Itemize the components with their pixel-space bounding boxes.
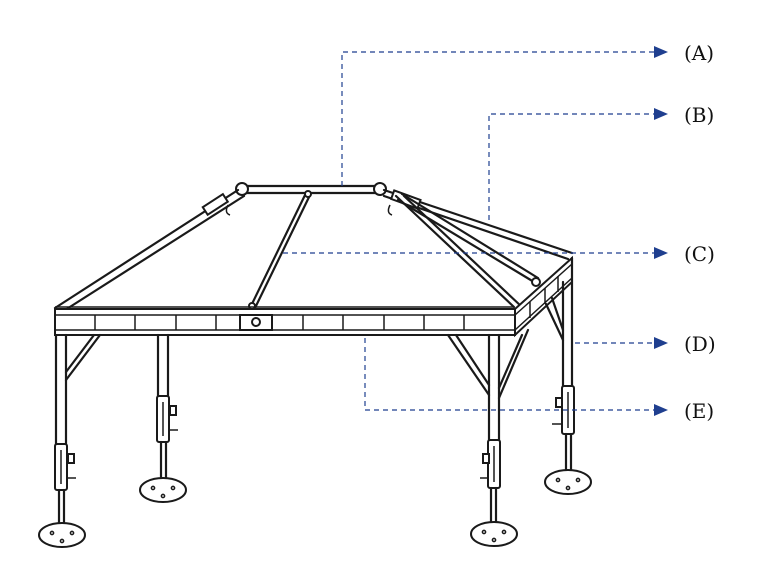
roof-frame bbox=[53, 182, 574, 314]
callout-c: (C) bbox=[283, 242, 715, 266]
side-eave-beam bbox=[514, 255, 573, 338]
callouts: (A) (B) (C) (D) (E) bbox=[283, 41, 716, 423]
leg-rear-left bbox=[139, 333, 187, 503]
callout-a: (A) bbox=[341, 41, 714, 186]
leg-front-right bbox=[446, 328, 530, 547]
callout-b: (B) bbox=[488, 103, 714, 220]
callout-e: (E) bbox=[364, 338, 714, 423]
callout-d: (D) bbox=[575, 332, 716, 356]
callout-label-c: (C) bbox=[684, 242, 715, 266]
callout-label-b: (B) bbox=[684, 103, 714, 127]
callout-label-e: (E) bbox=[684, 399, 714, 423]
front-eave-beam bbox=[54, 308, 516, 336]
leg-front-left bbox=[38, 333, 102, 548]
callout-label-a: (A) bbox=[684, 41, 714, 65]
callout-label-d: (D) bbox=[684, 332, 716, 356]
